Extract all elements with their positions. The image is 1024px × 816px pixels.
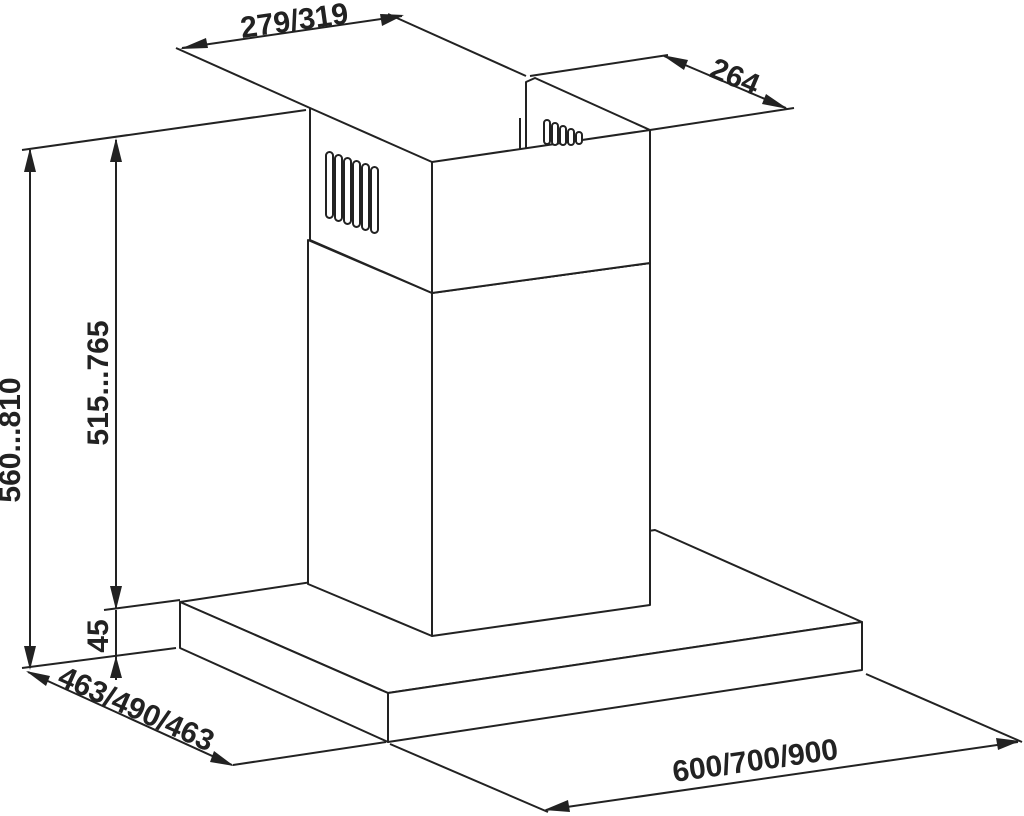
dimension-lines — [24, 14, 1020, 812]
dim-line-canopy-depth — [27, 671, 233, 766]
ext-line — [649, 107, 795, 131]
ext-line — [175, 47, 311, 109]
arrow-head — [210, 751, 234, 766]
arrow-head — [110, 586, 122, 610]
vent-slot — [361, 163, 370, 231]
arrow-head — [180, 38, 208, 49]
arrow-head — [762, 94, 788, 109]
vent-slot — [334, 154, 343, 222]
vent-slot — [543, 119, 551, 145]
vent-slot — [343, 157, 352, 225]
ext-line — [21, 109, 307, 151]
ext-line — [232, 741, 387, 766]
arrow-head — [996, 738, 1020, 750]
lower-chimney-right-face — [431, 262, 651, 637]
extension-lines — [21, 13, 1023, 813]
label-canopy-depth: 463/490/463 — [53, 660, 219, 758]
hood-body — [179, 77, 863, 743]
ext-line — [865, 673, 1023, 743]
ext-line — [21, 647, 177, 669]
arrow-head — [110, 138, 122, 162]
label-chimney-top-width: 279/319 — [238, 0, 350, 45]
vent-slots-left — [325, 151, 379, 234]
ext-line — [387, 13, 527, 77]
vent-slot — [352, 160, 361, 228]
canopy-front-right-face — [387, 621, 863, 743]
dim-line-top-width — [181, 15, 403, 49]
vent-slot — [370, 166, 379, 234]
arrow-head — [26, 671, 50, 686]
arrow-head — [24, 646, 36, 670]
label-canopy-thickness: 45 — [82, 619, 115, 652]
vent-slot — [325, 151, 334, 219]
vent-slot — [575, 131, 583, 145]
label-chimney-height: 515...765 — [82, 320, 115, 445]
arrow-head — [380, 14, 404, 26]
arrow-head — [662, 55, 688, 70]
vent-slot — [559, 125, 567, 146]
vent-slots-back — [543, 119, 583, 146]
ext-line — [529, 54, 669, 77]
lower-chimney-left-face — [307, 239, 433, 637]
vent-slot — [551, 122, 559, 146]
ext-line — [389, 743, 549, 813]
vent-slot — [567, 128, 575, 146]
arrow-head — [544, 800, 570, 812]
arrow-head — [110, 656, 122, 678]
ext-line — [103, 599, 181, 611]
label-total-height: 560...810 — [0, 377, 27, 502]
dim-line-canopy-width — [545, 741, 1019, 811]
arrow-head — [24, 148, 36, 172]
